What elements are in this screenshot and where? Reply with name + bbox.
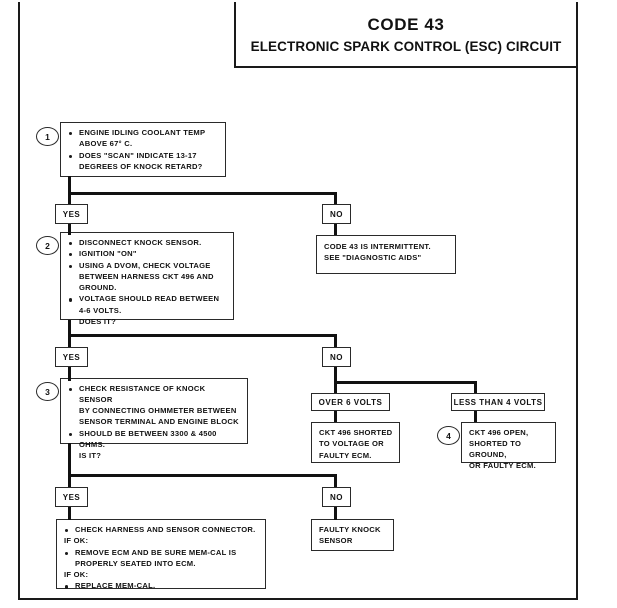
box-step-2: DISCONNECT KNOCK SENSOR. IGNITION "ON" U… (60, 232, 234, 326)
box-step-1-list: ENGINE IDLING COOLANT TEMP ABOVE 67° C. … (68, 128, 219, 173)
list-item: IF OK: (64, 570, 89, 580)
branch-label-yes-2: YES (55, 347, 88, 367)
list-item: BY CONNECTING OHMMETER BETWEEN (79, 406, 237, 416)
connector-step1-down (68, 176, 71, 195)
branch-label-yes-3: YES (55, 487, 88, 507)
list-item: CKT 496 SHORTED (319, 428, 393, 437)
branch-label-no-1: NO (322, 204, 351, 224)
list-item: SENSOR (319, 536, 353, 546)
list-item: REMOVE ECM AND BE SURE MEM-CAL IS (64, 548, 259, 559)
list-item: SENSOR TERMINAL AND ENGINE BLOCK (79, 417, 239, 427)
connector-junction-3 (68, 474, 337, 477)
list-item: DISCONNECT KNOCK SENSOR. (68, 238, 227, 249)
connector-step3-down (68, 443, 71, 477)
page-border (18, 2, 578, 600)
branch-label-no-3: NO (322, 487, 351, 507)
connector-junction1-to-yes (68, 192, 71, 205)
list-item: REPLACE MEM-CAL. (64, 581, 259, 592)
list-item: PROPERLY SEATED INTO ECM. (75, 558, 196, 568)
box-step-1: ENGINE IDLING COOLANT TEMP ABOVE 67° C. … (60, 122, 226, 177)
list-item: OR FAULTY ECM. (469, 461, 536, 471)
step-number-2: 2 (36, 236, 59, 255)
list-item: CHECK HARNESS AND SENSOR CONNECTOR. (64, 525, 259, 536)
list-item: 4-6 VOLTS. (79, 305, 122, 315)
connector-over6-to-box (334, 410, 337, 422)
box-shorted-to-voltage: CKT 496 SHORTED TO VOLTAGE OR FAULTY ECM… (311, 422, 400, 463)
branch-label-over-6-volts: OVER 6 VOLTS (311, 393, 390, 411)
list-item: CHECK RESISTANCE OF KNOCK SENSOR (68, 384, 241, 406)
connector-junction3-to-no (334, 474, 337, 488)
box-final-actions: CHECK HARNESS AND SENSOR CONNECTOR. IF O… (56, 519, 266, 592)
box-faulty-knock-sensor-list: FAULTY KNOCK SENSOR (319, 525, 387, 547)
list-item: CKT 496 OPEN, (469, 428, 529, 437)
connector-junction1-to-no (334, 192, 337, 205)
step-number-3: 3 (36, 382, 59, 401)
box-step-2-list: DISCONNECT KNOCK SENSOR. IGNITION "ON" U… (68, 238, 227, 328)
list-item: SHOULD BE BETWEEN 3300 & 4500 (68, 429, 241, 440)
box-faulty-knock-sensor: FAULTY KNOCK SENSOR (311, 519, 394, 551)
box-step-3: CHECK RESISTANCE OF KNOCK SENSOR BY CONN… (60, 378, 248, 460)
list-item: SHORTED TO GROUND, (469, 439, 522, 460)
connector-volt-split (334, 381, 477, 384)
list-item: DOES "SCAN" INDICATE 13-17 (68, 151, 219, 162)
connector-yes3-to-final (68, 506, 71, 520)
branch-label-less-than-4-volts: LESS THAN 4 VOLTS (451, 393, 545, 411)
box-final-actions-list: CHECK HARNESS AND SENSOR CONNECTOR. IF O… (64, 525, 259, 592)
list-item: CODE 43 IS INTERMITTENT. (324, 242, 431, 251)
list-item: TO VOLTAGE OR (319, 439, 384, 449)
connector-yes2-to-step3 (68, 366, 71, 381)
connector-split-to-over6 (334, 381, 337, 394)
list-item: FAULTY KNOCK (319, 525, 381, 534)
list-item: FAULTY ECM. (319, 450, 372, 460)
branch-label-no-2: NO (322, 347, 351, 367)
list-item: ENGINE IDLING COOLANT TEMP (68, 128, 219, 139)
box-step-3-list: CHECK RESISTANCE OF KNOCK SENSOR BY CONN… (68, 384, 241, 462)
box-open-shorted-ground-list: CKT 496 OPEN, SHORTED TO GROUND, OR FAUL… (469, 428, 549, 472)
list-item: SEE "DIAGNOSTIC AIDS" (324, 253, 422, 263)
page-subtitle: ELECTRONIC SPARK CONTROL (ESC) CIRCUIT (250, 38, 562, 54)
connector-no2-down (334, 366, 337, 384)
list-item: BETWEEN HARNESS CKT 496 AND (79, 271, 214, 281)
page-title: CODE 43 (367, 14, 445, 34)
title-header: CODE 43 ELECTRONIC SPARK CONTROL (ESC) C… (234, 2, 578, 68)
step-number-1: 1 (36, 127, 59, 146)
list-item: IGNITION "ON" (68, 249, 227, 260)
connector-junction-2 (68, 334, 337, 337)
box-shorted-to-voltage-list: CKT 496 SHORTED TO VOLTAGE OR FAULTY ECM… (319, 428, 393, 461)
list-item: ABOVE 67° C. (79, 139, 133, 149)
list-item: IF OK: (64, 536, 89, 546)
box-code-intermittent: CODE 43 IS INTERMITTENT. SEE "DIAGNOSTIC… (316, 235, 456, 274)
connector-junction2-to-yes (68, 334, 71, 348)
list-item: DEGREES OF KNOCK RETARD? (79, 161, 203, 171)
connector-step2-down (68, 320, 71, 337)
list-item: GROUND. (79, 283, 117, 293)
connector-less4-to-box (474, 410, 477, 422)
step-number-4: 4 (437, 426, 460, 445)
box-open-shorted-ground: CKT 496 OPEN, SHORTED TO GROUND, OR FAUL… (461, 422, 556, 470)
box-code-intermittent-list: CODE 43 IS INTERMITTENT. SEE "DIAGNOSTIC… (324, 242, 449, 264)
connector-junction3-to-yes (68, 474, 71, 488)
connector-junction-1 (68, 192, 337, 195)
list-item: IS IT? (79, 451, 102, 461)
branch-label-yes-1: YES (55, 204, 88, 224)
connector-split-to-less4 (474, 381, 477, 394)
list-item: VOLTAGE SHOULD READ BETWEEN (68, 294, 227, 305)
connector-no3-to-faulty-sensor (334, 506, 337, 520)
list-item: DOES IT? (79, 316, 117, 326)
connector-junction2-to-no (334, 334, 337, 348)
list-item: OHMS. (79, 439, 106, 449)
connector-yes1-to-step2 (68, 223, 71, 235)
list-item: USING A DVOM, CHECK VOLTAGE (68, 261, 227, 272)
connector-no1-to-intermittent (334, 223, 337, 235)
